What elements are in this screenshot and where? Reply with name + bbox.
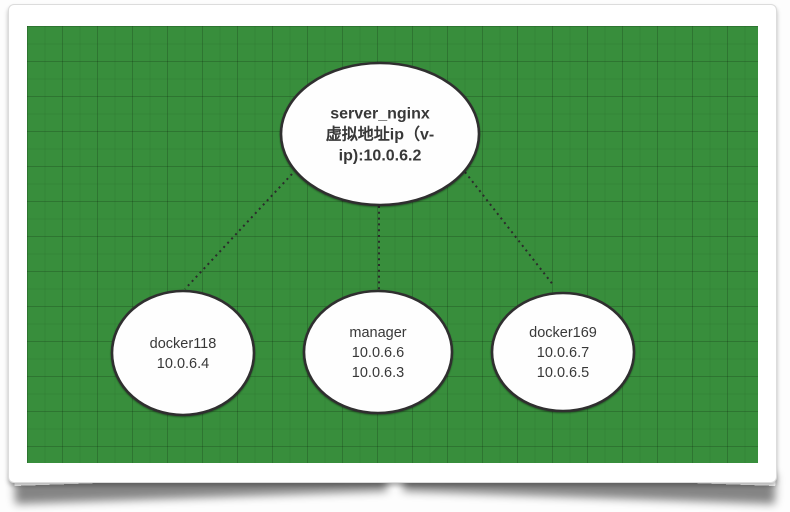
node-shape-docker118 (110, 289, 256, 417)
node-shape-server-nginx (279, 61, 481, 207)
node-shape-docker169 (490, 291, 636, 413)
node-shape-manager (302, 289, 454, 415)
edge-server-nginx-to-docker169 (464, 171, 555, 287)
edge-server-nginx-to-docker118 (184, 173, 293, 290)
